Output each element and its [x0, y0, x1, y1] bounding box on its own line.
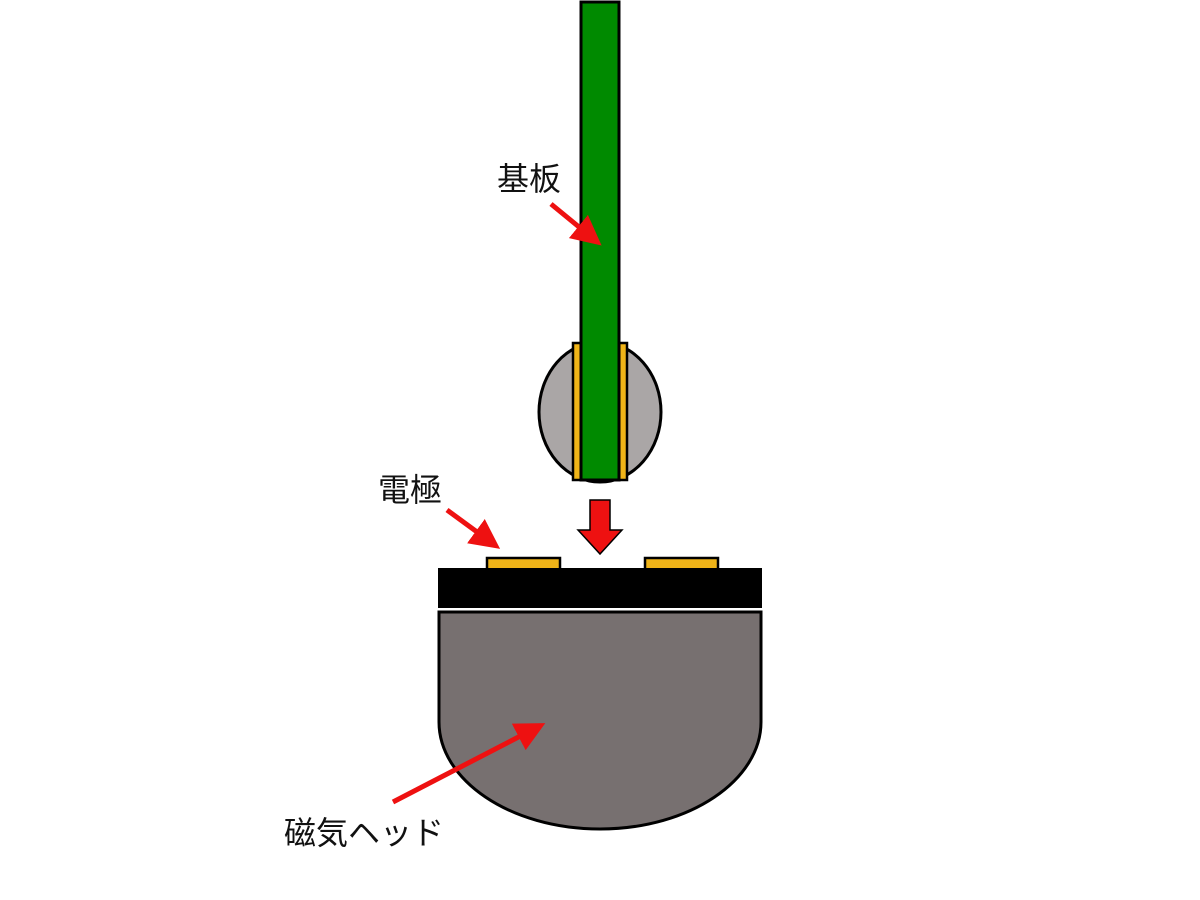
magnetic-head-body: [437, 610, 763, 831]
electrode-pointer-arrow: [445, 507, 501, 549]
substrate-label: 基板: [497, 160, 562, 198]
down-arrow-icon: [576, 499, 624, 556]
magnetic-head-label: 磁気ヘッド: [284, 814, 445, 852]
substrate-pointer-arrow: [549, 202, 602, 246]
electrode-label: 電極: [378, 471, 443, 509]
head-pointer-arrow: [391, 723, 546, 805]
head-cap-layer: [438, 568, 762, 608]
substrate-board: [579, 0, 621, 482]
